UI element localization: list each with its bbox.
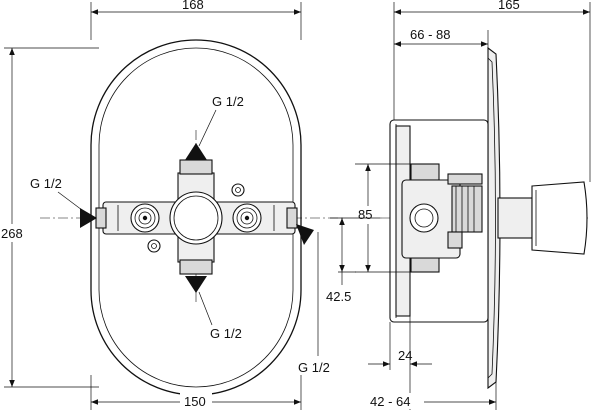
dim-width-top: 168 [182, 0, 204, 12]
dim-depth-total: 165 [498, 0, 520, 12]
dim-width-bottom: 150 [184, 394, 206, 409]
flow-arrow-left-icon [80, 208, 97, 228]
dim-range-42-64: 42 - 64 [370, 394, 410, 409]
dim-offset-42-5: 42.5 [326, 289, 351, 304]
dim-offset-85: 85 [358, 207, 372, 222]
valve-body [95, 159, 298, 275]
handle-stem [497, 197, 533, 239]
dim-range-66-88: 66 - 88 [410, 27, 450, 42]
flow-arrow-top-icon [185, 143, 207, 160]
flow-arrow-right-icon [296, 224, 314, 245]
flow-arrow-bottom-icon [185, 276, 207, 293]
label-port-top: G 1/2 [212, 94, 244, 109]
valve-body-side [401, 163, 483, 273]
label-port-left: G 1/2 [30, 176, 62, 191]
dim-width-24: 24 [398, 348, 412, 363]
front-view: G 1/2 G 1/2 G 1/2 G 1/2 168 268 150 [0, 0, 345, 410]
dim-height-left: 268 [1, 226, 23, 241]
handle [531, 181, 588, 255]
side-view: 165 66 - 88 85 42.5 24 42 - 64 [326, 0, 591, 410]
label-port-bottom: G 1/2 [210, 326, 242, 341]
label-port-right: G 1/2 [298, 360, 330, 375]
